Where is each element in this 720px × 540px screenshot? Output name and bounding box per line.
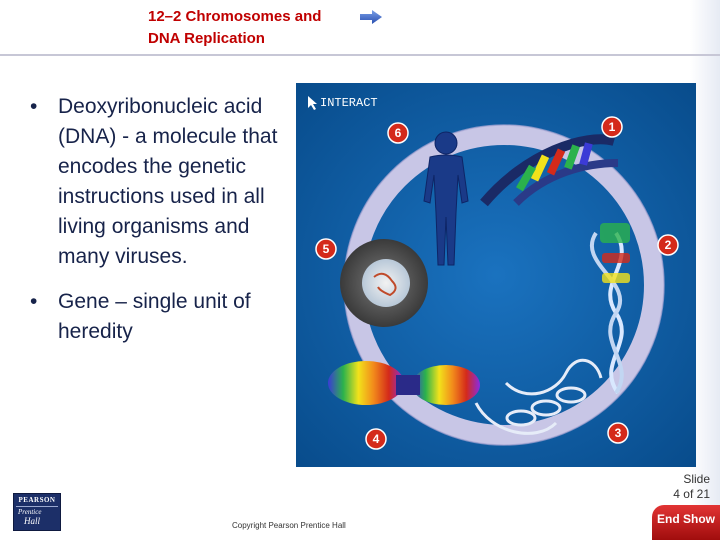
human-figure-icon — [423, 131, 469, 266]
dna-cycle-illustration: INTERACT — [296, 83, 696, 467]
logo-hall-text: Hall — [24, 516, 41, 526]
copyright-text: Copyright Pearson Prentice Hall — [232, 521, 346, 530]
slide-label: Slide — [683, 472, 710, 486]
step-1-marker[interactable]: 1 — [601, 116, 623, 138]
bullet-dna-text: Deoxyribonucleic acid (DNA) - a molecule… — [58, 95, 278, 268]
interact-button[interactable]: INTERACT — [308, 96, 378, 110]
end-show-button[interactable]: End Show — [652, 505, 720, 540]
logo-pearson-text: PEARSON — [18, 496, 56, 504]
step-3-marker[interactable]: 3 — [607, 422, 629, 444]
step-5-marker[interactable]: 5 — [315, 238, 337, 260]
slide-number: Slide 4 of 21 — [664, 472, 710, 502]
next-arrow-icon[interactable] — [360, 10, 382, 24]
chromosome-icon — [328, 361, 480, 405]
bullet-marker: • — [30, 95, 38, 118]
bullet-dna: • Deoxyribonucleic acid (DNA) - a molecu… — [30, 92, 300, 272]
header-divider — [0, 54, 720, 56]
logo-prentice-text: Prentice — [18, 508, 42, 516]
bullet-gene-text: Gene – single unit of heredity — [58, 290, 251, 343]
logo-divider — [16, 506, 58, 507]
header-title-line2: DNA Replication — [148, 30, 265, 47]
bullet-list: • Deoxyribonucleic acid (DNA) - a molecu… — [30, 92, 300, 362]
slide-header: 12–2 Chromosomes and DNA Replication — [148, 6, 321, 50]
dna-helix-right — [589, 223, 630, 395]
step-6-label: 6 — [395, 126, 402, 140]
slide-count: 4 of 21 — [673, 487, 710, 501]
bullet-gene: • Gene – single unit of heredity — [30, 287, 300, 347]
cursor-icon — [308, 96, 317, 110]
dna-interactive-panel[interactable]: INTERACT — [296, 83, 696, 467]
step-1-label: 1 — [609, 120, 616, 134]
step-4-marker[interactable]: 4 — [365, 428, 387, 450]
step-6-marker[interactable]: 6 — [387, 122, 409, 144]
step-4-label: 4 — [373, 432, 380, 446]
step-2-marker[interactable]: 2 — [657, 234, 679, 256]
step-3-label: 3 — [615, 426, 622, 440]
interact-label: INTERACT — [320, 96, 378, 110]
bullet-marker: • — [30, 290, 38, 313]
dna-coil-bottom — [474, 359, 603, 435]
step-5-label: 5 — [323, 242, 330, 256]
header-title-line1: 12–2 Chromosomes and — [148, 8, 322, 25]
pearson-logo: PEARSON Prentice Hall — [13, 493, 61, 531]
step-2-label: 2 — [665, 238, 672, 252]
cell-icon — [340, 239, 428, 327]
dna-helix-top — [480, 134, 619, 207]
